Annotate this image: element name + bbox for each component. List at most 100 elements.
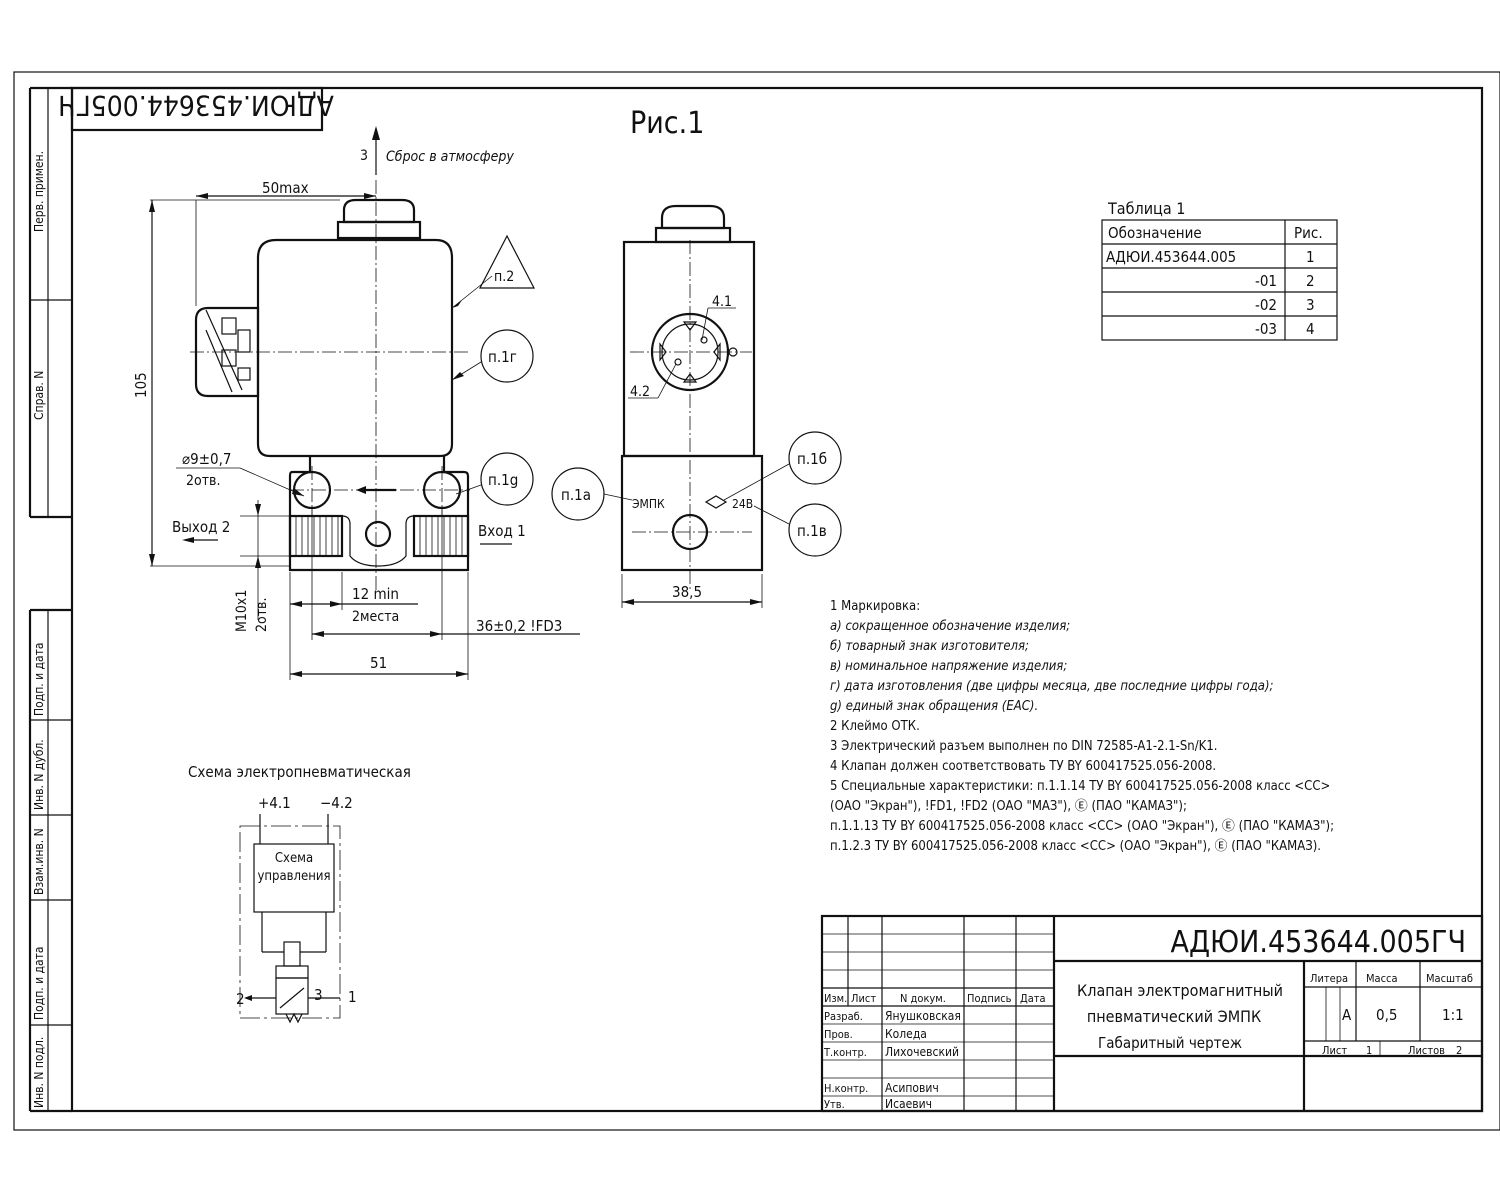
strip-label-perv: Перв. примен. [32, 151, 46, 232]
tb-name-line1: Клапан электромагнитный [1077, 981, 1283, 1000]
tb-col-header: Подпись [967, 992, 1012, 1005]
strip-label-vzam: Взам.инв. N [32, 828, 46, 895]
tb-role: Пров. [824, 1028, 853, 1041]
pin-42-label: 4.2 [630, 384, 650, 400]
table-cell: АДЮИ.453644.005 [1106, 248, 1236, 266]
table-title: Таблица 1 [1107, 199, 1185, 218]
callout-circle-p1v [788, 503, 842, 557]
front-view-dimensions: 50max 105 ⌀9±0,7 2отв. Выход 2 Вход 1 M1… [132, 179, 580, 680]
tb-person: Лихочевский [885, 1045, 959, 1059]
strip-label-dubl: Инв. N дубл. [32, 739, 46, 810]
tb-col-header: Лист [851, 992, 876, 1005]
pin-41-label: 4.1 [712, 294, 732, 310]
dim-height: 105 [132, 372, 150, 398]
dim-width-max: 50max [262, 179, 309, 197]
tb-name-line2: пневматический ЭМПК [1087, 1007, 1261, 1026]
inverted-stamp: АДЮИ.453644.005ГЧ [58, 86, 334, 132]
callout-p1a: п.1а [561, 486, 591, 504]
note-line: 5 Специальные характеристики: п.1.1.14 Т… [830, 779, 1330, 794]
dim-hole-dia: ⌀9±0,7 [182, 450, 231, 468]
note-line: 2 Клеймо ОТК. [830, 719, 920, 734]
tb-role: Т.контр. [823, 1046, 867, 1059]
table-1: Таблица 1 Обозначение Рис. АДЮИ.453644.0… [1101, 199, 1338, 341]
tb-person: Янушковская [885, 1009, 961, 1023]
table-cell: -03 [1255, 320, 1277, 338]
strip-label-podp1: Подп. и дата [32, 642, 46, 716]
sheet-outer-border [13, 71, 1500, 1131]
table-cell: 2 [1306, 272, 1315, 290]
valve-symbol [275, 977, 309, 1015]
control-circuit-box [253, 843, 335, 913]
mark-empk: ЭМПК [632, 497, 665, 511]
note-line: п.1.1.13 ТУ BY 600417525.056-2008 класс … [830, 819, 1334, 834]
tb-sheet: 1 [1366, 1044, 1372, 1057]
tb-litera-label: Литера [1310, 972, 1348, 985]
table-header-figure: Рис. [1294, 224, 1323, 242]
note-line: б) товарный знак изготовителя; [830, 639, 1029, 654]
tb-role: Утв. [824, 1098, 845, 1111]
tb-sheets: 2 [1456, 1044, 1462, 1057]
table-header-designation: Обозначение [1108, 224, 1202, 242]
tb-person: Коледа [885, 1027, 927, 1041]
dim-thread: M10x1 [234, 590, 250, 632]
exhaust-port-number: 3 [360, 148, 368, 164]
dim-38-5: 38,5 [672, 583, 702, 601]
dim-36: 36±0,2 !FD3 [476, 617, 562, 635]
tb-col-header: Изм. [824, 992, 847, 1005]
dim-hole-count: 2отв. [186, 473, 220, 489]
tb-person: Исаевич [885, 1097, 932, 1111]
label-outlet-2: Выход 2 [172, 518, 230, 536]
tb-doc-number: АДЮИ.453644.005ГЧ [1171, 925, 1467, 960]
note-line: g) единый знак обращения (ЕАС). [830, 699, 1038, 714]
callout-p1d: п.1g [488, 471, 518, 489]
electropneumatic-scheme: Схема электропневматическая +4.1 −4.2 Сх… [188, 763, 411, 1024]
strip-label-sprav: Справ. N [32, 371, 46, 420]
callout-p1g-top: п.1г [488, 348, 517, 366]
tb-role: Разраб. [824, 1010, 863, 1023]
dim-2-places: 2места [352, 609, 399, 625]
note-line: п.1.2.3 ТУ BY 600417525.056-2008 класс <… [830, 839, 1321, 854]
title-block: Изм. Лист N докум. Подпись Дата Разраб. … [820, 914, 1484, 1113]
table-cell: 4 [1306, 320, 1315, 338]
scheme-box-line1: Схема [275, 851, 313, 866]
note-line: (ОАО "Экран"), !FD1, !FD2 (ОАО "МАЗ"), Ⓔ… [830, 799, 1187, 814]
manufacturer-logo-mark [704, 495, 728, 509]
callout-p1b: п.1б [797, 450, 827, 468]
table-cell: 1 [1306, 248, 1315, 266]
front-view [190, 180, 470, 590]
side-strip: Перв. примен. Справ. N Подп. и дата Инв.… [28, 86, 72, 1113]
tb-mass: 0,5 [1376, 1006, 1397, 1024]
tb-mass-label: Масса [1366, 972, 1398, 985]
scheme-port-3: 3 [314, 986, 323, 1004]
strip-label-podp2: Подп. и дата [32, 946, 46, 1020]
side-view: ЭМПК 24В 4.1 4.2 38,5 п.1а п.1б п.1в [551, 204, 842, 608]
note-line: 3 Электрический разъем выполнен по DIN 7… [830, 739, 1218, 754]
table-cell: -02 [1255, 296, 1277, 314]
callout-p2: п.2 [494, 269, 514, 285]
strip-label-inv: Инв. N подл. [32, 1037, 46, 1108]
technical-notes: 1 Маркировка: а) сокращенное обозначение… [830, 599, 1334, 854]
tb-col-header: Дата [1020, 992, 1046, 1005]
mark-24v: 24В [732, 497, 753, 511]
note-line: г) дата изготовления (две цифры месяца, … [830, 679, 1274, 694]
exhaust-text: Сброс в атмосферу [386, 149, 514, 165]
tb-person: Асипович [885, 1081, 939, 1095]
solenoid-symbol [283, 941, 301, 967]
scheme-box-line2: управления [257, 869, 330, 884]
table-cell: -01 [1255, 272, 1277, 290]
dim-51: 51 [370, 654, 387, 672]
sheet-frame [70, 86, 1484, 1113]
exhaust-indicator: 3 Сброс в атмосферу [360, 126, 514, 175]
tb-role: Н.контр. [824, 1082, 868, 1095]
figure-title: Рис.1 [630, 106, 704, 141]
tb-sheet-label: Лист [1322, 1044, 1347, 1057]
callout-circle-p1d [480, 452, 534, 506]
spring-symbol [285, 1012, 303, 1024]
tb-sheets-label: Листов [1408, 1044, 1445, 1057]
note-line: а) сокращенное обозначение изделия; [830, 619, 1070, 634]
dim-12-min: 12 min [352, 585, 399, 603]
scheme-title: Схема электропневматическая [188, 763, 411, 781]
note-line: 4 Клапан должен соответствовать ТУ BY 60… [830, 759, 1216, 774]
callout-circle-p1b [788, 431, 842, 485]
